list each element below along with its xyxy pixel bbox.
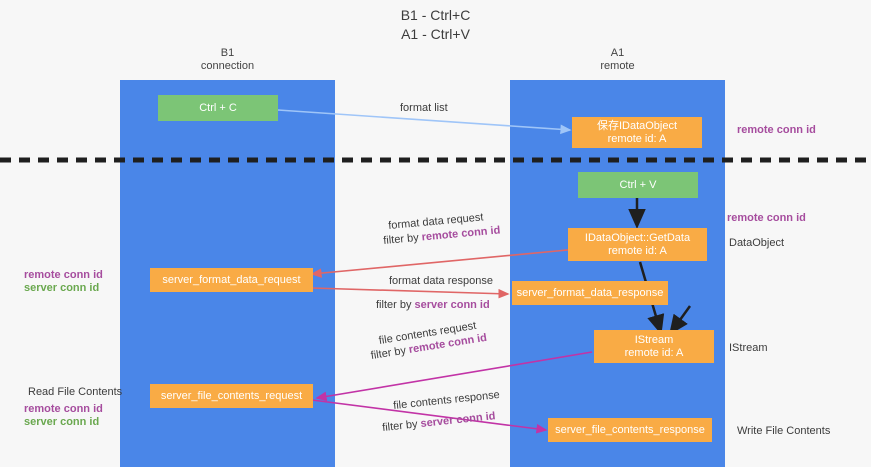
annotation-read-file-contents: Read File Contents: [28, 386, 123, 398]
lane-title-a1: A1 remote: [600, 47, 635, 72]
edge-filter-prefix: filter by: [369, 344, 410, 363]
edge-label-format-data-response: format data response: [389, 275, 493, 287]
node-save-idataobject-sub: remote id: A: [607, 132, 667, 145]
edge-filter-format-data-response: filter by server conn id: [376, 298, 490, 312]
node-istream-sub: remote id: A: [624, 346, 684, 359]
annotation-left-server-conn-id-mid: server conn id: [24, 282, 100, 294]
node-istream[interactable]: IStream remote id: A: [594, 330, 714, 363]
lane-title-b1: B1 connection: [200, 47, 255, 72]
edge-filter-key: server conn id: [414, 299, 490, 311]
edge-label-format-list: format list: [400, 102, 448, 114]
edge-filter-prefix: filter by: [382, 231, 423, 248]
node-server-format-data-response-label: server_format_data_response: [516, 286, 664, 299]
edge-filter-key: server conn id: [419, 410, 496, 430]
annotation-istream: IStream: [729, 342, 768, 354]
edge-filter-file-contents-response: filter by server conn id: [382, 409, 497, 435]
node-save-idataobject-label: 保存IDataObject: [596, 119, 678, 132]
node-ctrl-c[interactable]: Ctrl + C: [158, 95, 278, 121]
edge-format-data-response: [311, 287, 510, 299]
edge-filter-prefix: filter by: [376, 299, 415, 311]
diagram-title: B1 - Ctrl+C A1 - Ctrl+V: [400, 7, 471, 42]
annotation-dataobject: DataObject: [729, 237, 785, 249]
annotation-remote-conn-id-mid: remote conn id: [727, 212, 806, 224]
node-server-file-contents-request-label: server_file_contents_request: [160, 389, 303, 402]
annotation-left-remote-conn-id-mid: remote conn id: [24, 269, 103, 281]
edge-filter-prefix: filter by: [381, 418, 422, 435]
node-server-format-data-request-label: server_format_data_request: [162, 273, 301, 286]
node-istream-label: IStream: [634, 333, 674, 346]
node-getdata-label: IDataObject::GetData: [584, 231, 691, 244]
node-getdata-sub: remote id: A: [608, 244, 667, 257]
node-server-format-data-response[interactable]: server_format_data_response: [512, 281, 668, 305]
node-server-file-contents-response[interactable]: server_file_contents_response: [548, 418, 712, 442]
node-getdata[interactable]: IDataObject::GetData remote id: A: [568, 228, 707, 261]
annotation-left-server-conn-id-bottom: server conn id: [24, 416, 100, 428]
annotation-write-file-contents: Write File Contents: [737, 425, 831, 437]
node-server-format-data-request[interactable]: server_format_data_request: [150, 268, 313, 292]
node-ctrl-v[interactable]: Ctrl + V: [578, 172, 698, 198]
node-server-file-contents-request[interactable]: server_file_contents_request: [150, 384, 313, 408]
annotation-left-remote-conn-id-bottom: remote conn id: [24, 403, 103, 415]
annotation-remote-conn-id-top: remote conn id: [737, 124, 816, 136]
node-ctrl-v-label: Ctrl + V: [619, 178, 657, 191]
node-save-idataobject[interactable]: 保存IDataObject remote id: A: [572, 117, 702, 148]
node-ctrl-c-label: Ctrl + C: [199, 101, 237, 114]
node-server-file-contents-response-label: server_file_contents_response: [555, 423, 705, 436]
